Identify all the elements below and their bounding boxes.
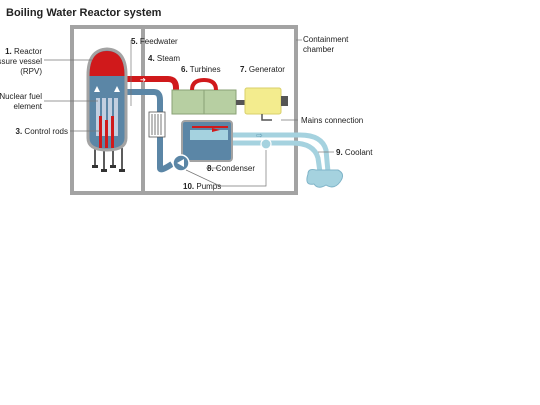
svg-text:1. Reactor: 1. Reactor	[5, 47, 42, 56]
svg-text:Mains connection: Mains connection	[301, 116, 363, 125]
svg-text:6. Turbines: 6. Turbines	[181, 65, 221, 74]
label-nuclear-fuel-element: 2. Nuclear fuel element	[0, 92, 43, 111]
coolant-outflow	[306, 169, 344, 188]
svg-text:(RPV): (RPV)	[20, 67, 42, 76]
coolant-pump	[260, 138, 272, 150]
diagram-title: Boiling Water Reactor system	[6, 7, 162, 19]
label-control-rods: 3. Control rods	[16, 127, 68, 136]
generator	[244, 87, 288, 121]
feedwater-pipe	[124, 89, 174, 173]
svg-text:10. Pumps: 10. Pumps	[183, 182, 221, 191]
feedwater-pump	[172, 154, 190, 172]
svg-text:element: element	[14, 102, 43, 111]
label-mains-connection: Mains connection	[301, 116, 363, 125]
label-turbines: 6. Turbines	[181, 65, 221, 74]
turbines	[171, 77, 246, 115]
svg-text:8. Condenser: 8. Condenser	[207, 164, 255, 173]
label-reactor-pressure-vessel: 1. Reactor pressure vessel (RPV)	[0, 47, 42, 76]
label-generator: 7. Generator	[240, 65, 285, 74]
svg-text:9. Coolant: 9. Coolant	[336, 148, 373, 157]
label-coolant: 9. Coolant	[336, 148, 373, 157]
vessel-up-arrows	[94, 86, 120, 92]
svg-text:3. Control rods: 3. Control rods	[16, 127, 68, 136]
leader-lines	[44, 39, 334, 187]
containment-frame	[70, 25, 298, 195]
coolant-flow-arrow: ⇨	[256, 131, 263, 140]
svg-text:2. Nuclear fuel: 2. Nuclear fuel	[0, 92, 42, 101]
label-condenser: 8. Condenser	[207, 164, 255, 173]
label-containment-chamber: Containment chamber	[303, 35, 349, 54]
label-feedwater: 5. Feedwater	[131, 37, 178, 46]
svg-text:4. Steam: 4. Steam	[148, 54, 180, 63]
steam-flow-arrow: ➜	[140, 77, 146, 84]
coolant-loop	[227, 132, 331, 175]
nuclear-fuel-elements	[96, 98, 118, 136]
control-rods	[99, 116, 114, 148]
label-steam: 4. Steam	[148, 54, 180, 63]
svg-text:5. Feedwater: 5. Feedwater	[131, 37, 178, 46]
svg-text:pressure vessel: pressure vessel	[0, 57, 42, 66]
control-rod-feet	[92, 165, 125, 172]
label-pumps: 10. Pumps	[183, 182, 221, 191]
svg-text:Containment: Containment	[303, 35, 349, 44]
svg-text:7. Generator: 7. Generator	[240, 65, 285, 74]
feedwater-heater	[148, 111, 166, 138]
svg-text:chamber: chamber	[303, 45, 334, 54]
condenser	[181, 120, 233, 162]
